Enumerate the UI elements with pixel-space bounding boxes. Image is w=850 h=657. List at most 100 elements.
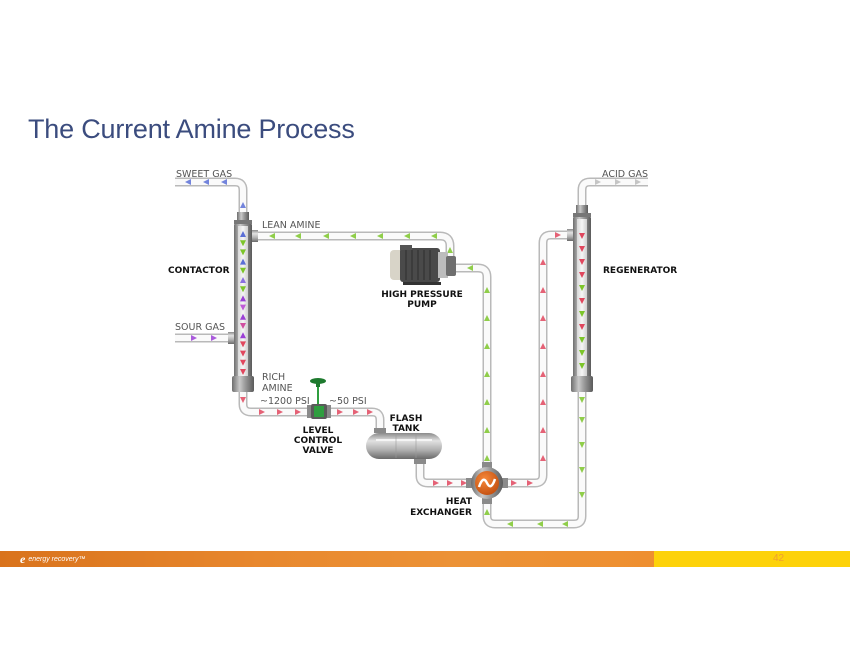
flow-arrows — [185, 179, 641, 527]
contactor-flow-dot — [240, 249, 246, 256]
rich-amine-flow-arrow — [540, 259, 546, 265]
lean-amine-flow-arrow — [323, 233, 329, 239]
lean-amine-flow-arrow — [447, 247, 453, 253]
contactor-flow-dot — [240, 332, 246, 339]
pipe-rich-amine-flash-hx — [415, 462, 470, 488]
regenerator-flow-dot — [579, 272, 585, 278]
regenerator-flow-dot — [579, 337, 585, 343]
rich-amine-flow-arrow — [540, 287, 546, 293]
contactor-flow-dot — [240, 267, 246, 274]
label-contactor: CONTACTOR — [168, 266, 230, 276]
rich-amine-flow-arrow — [277, 409, 283, 415]
rich-amine-flow-arrow — [540, 343, 546, 349]
sour-gas-flow-arrow — [191, 335, 197, 341]
label-pressure-low: ~50 PSI — [329, 396, 367, 407]
regenerator-flow-dots — [579, 233, 585, 369]
regenerator-flow-dot — [579, 259, 585, 265]
pipe-lean-amine-regen-hx — [482, 392, 587, 529]
regenerator-flow-dot — [579, 246, 585, 252]
amine-process-diagram: SWEET GAS LEAN AMINE CONTACTOR SOUR GAS … — [168, 169, 677, 529]
label-rich-amine-line1: RICH — [262, 372, 285, 383]
contactor-flow-dot — [240, 258, 246, 265]
logo-mark-icon: e — [20, 551, 26, 566]
lean-amine-flow-arrow — [269, 233, 275, 239]
label-acid-gas: ACID GAS — [602, 169, 648, 180]
contactor-flow-dot — [240, 240, 246, 247]
lean-amine-flow-arrow — [579, 467, 585, 473]
label-heat-exchanger-line2: EXCHANGER — [410, 508, 472, 518]
lean-amine-flow-arrow — [484, 399, 490, 405]
label-valve-line3: VALVE — [303, 446, 334, 456]
high-pressure-pump — [390, 245, 456, 285]
rich-amine-flow-arrow — [447, 480, 453, 486]
label-flash-tank-line2: TANK — [393, 424, 421, 434]
logo-text: energy recovery™ — [28, 555, 86, 563]
rich-amine-flow-arrow — [527, 480, 533, 486]
rich-amine-flow-arrow — [540, 427, 546, 433]
company-logo: e energy recovery™ — [20, 551, 86, 566]
lean-amine-flow-arrow — [579, 397, 585, 403]
lean-amine-flow-arrow — [350, 233, 356, 239]
acid-gas-flow-arrow — [595, 179, 601, 185]
acid-gas-flow-arrow — [635, 179, 641, 185]
sour-gas-flow-arrow — [211, 335, 217, 341]
sweet-gas-flow-arrow — [240, 202, 246, 208]
contactor-flow-dot — [240, 369, 246, 375]
lean-amine-flow-arrow — [484, 343, 490, 349]
contactor-flow-dot — [240, 313, 246, 320]
lean-amine-flow-arrow — [484, 371, 490, 377]
page-number: 42 — [773, 553, 785, 564]
label-valve-line2: CONTROL — [294, 436, 343, 446]
rich-amine-flow-arrow — [295, 409, 301, 415]
lean-amine-flow-arrow — [295, 233, 301, 239]
lean-amine-flow-arrow — [484, 427, 490, 433]
pipe-acid-gas — [577, 177, 648, 215]
rich-amine-flow-arrow — [367, 409, 373, 415]
regenerator-flow-dot — [579, 285, 585, 291]
regenerator-flow-dot — [579, 233, 585, 239]
lean-amine-flow-arrow — [404, 233, 410, 239]
rich-amine-flow-arrow — [259, 409, 265, 415]
contactor-flow-dot — [240, 350, 246, 357]
rich-amine-flow-arrow — [540, 399, 546, 405]
lean-amine-flow-arrow — [507, 521, 513, 527]
regenerator-flow-dot — [579, 324, 585, 330]
regenerator-flow-dot — [579, 350, 585, 356]
contactor-flow-dot — [240, 277, 246, 283]
pipe-rich-amine-hx-regen — [503, 230, 570, 488]
rich-amine-flow-arrow — [433, 480, 439, 486]
slide-title: The Current Amine Process — [28, 114, 355, 144]
rich-amine-flow-arrow — [461, 480, 467, 486]
contactor-flow-dot — [240, 286, 246, 293]
lean-amine-flow-arrow — [484, 287, 490, 293]
rich-amine-flow-arrow — [511, 480, 517, 486]
rich-amine-flow-arrow — [540, 455, 546, 461]
lean-amine-flow-arrow — [484, 315, 490, 321]
sweet-gas-flow-arrow — [185, 179, 191, 185]
heat-exchanger — [466, 462, 508, 504]
lean-amine-flow-arrow — [484, 455, 490, 461]
rich-amine-flow-arrow — [555, 232, 561, 238]
regenerator-column — [567, 205, 593, 392]
footer-yellow-band — [654, 551, 850, 567]
rich-amine-flow-arrow — [540, 371, 546, 377]
lean-amine-flow-arrow — [537, 521, 543, 527]
label-sweet-gas: SWEET GAS — [176, 169, 232, 180]
contactor-flow-dot — [240, 231, 246, 237]
lean-amine-flow-arrow — [484, 509, 490, 515]
contactor-flow-dot — [240, 341, 246, 348]
contactor-flow-dot — [240, 323, 246, 329]
label-pump-line1: HIGH PRESSURE — [381, 290, 463, 300]
rich-amine-flow-arrow — [337, 409, 343, 415]
acid-gas-flow-arrow — [615, 179, 621, 185]
label-rich-amine-line2: AMINE — [262, 383, 293, 394]
label-pressure-high: ~1200 PSI — [260, 396, 310, 407]
regenerator-flow-dot — [579, 363, 585, 369]
sweet-gas-flow-arrow — [203, 179, 209, 185]
rich-amine-flow-arrow — [240, 397, 246, 403]
level-control-valve — [307, 378, 331, 419]
footer-bar: e energy recovery™ 42 — [0, 551, 850, 567]
label-heat-exchanger-line1: HEAT — [446, 497, 473, 507]
contactor-flow-dot — [240, 304, 246, 311]
lean-amine-flow-arrow — [377, 233, 383, 239]
